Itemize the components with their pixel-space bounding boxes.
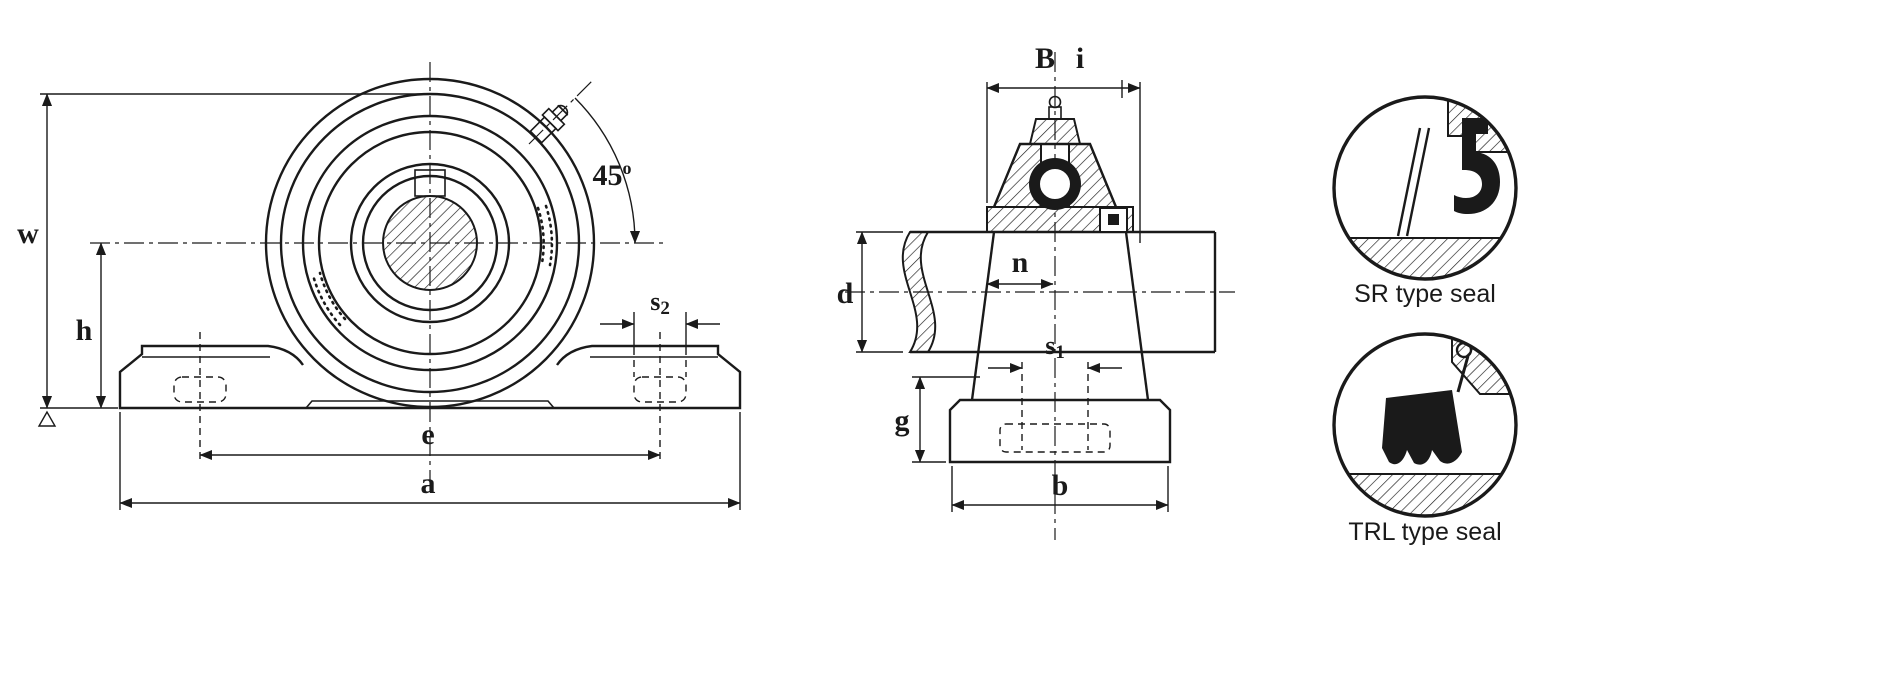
- d-label: d: [837, 277, 854, 310]
- bolt-slot-right: [633, 376, 687, 403]
- trl-seal-detail: TRL type seal: [1332, 332, 1518, 546]
- grease-fitting: [528, 81, 592, 145]
- angle-label: 45o: [593, 158, 632, 192]
- dimension-d: d: [837, 231, 903, 353]
- front-view: 45o w h s2 e: [17, 62, 742, 510]
- bolt-slot-left: [173, 376, 227, 403]
- housing-circles: [264, 77, 596, 409]
- a-label: a: [421, 467, 436, 500]
- trl-seal-label: TRL type seal: [1348, 518, 1501, 546]
- slinger-inner: [1405, 127, 1431, 237]
- dimension-g: g: [895, 376, 980, 463]
- shaft-surface-section: [1334, 237, 1516, 279]
- h-label: h: [76, 314, 93, 347]
- s1-label: s1: [1045, 331, 1065, 363]
- w-label: w: [17, 217, 39, 250]
- angle-dimension: 45o: [574, 97, 641, 244]
- sr-seal-detail: SR type seal: [1332, 95, 1518, 308]
- dotted-patches: [311, 204, 554, 327]
- sr-detail-circle: [1332, 95, 1518, 281]
- sr-seal-profile: [1454, 118, 1500, 214]
- housing-base: [118, 332, 742, 462]
- setscrew-collar: [1099, 207, 1128, 233]
- sr-seal-label: SR type seal: [1354, 280, 1496, 308]
- b-label: b: [1052, 469, 1069, 502]
- setscrew-slot: [414, 169, 446, 197]
- dimension-h: h: [76, 242, 107, 409]
- base-slot: [999, 423, 1111, 453]
- dimension-n: n: [986, 246, 1054, 290]
- dimension-B-i: B i: [986, 42, 1141, 243]
- sr-seal-content: [1334, 97, 1516, 279]
- dimension-e: e: [199, 418, 661, 461]
- bearing-section: [986, 95, 1134, 233]
- dimension-s1: s1: [988, 331, 1122, 374]
- trl-seal-profile: [1382, 390, 1462, 465]
- datum-triangle: [37, 410, 57, 427]
- pedestal: [948, 231, 1172, 464]
- dimension-s2: s2: [600, 287, 720, 348]
- base-block: [948, 398, 1172, 464]
- dimension-a: a: [119, 412, 741, 510]
- seal-details: SR type seal TRL type seal: [1332, 95, 1518, 546]
- dimension-b: b: [951, 466, 1169, 512]
- trl-detail-circle: [1332, 332, 1518, 518]
- ball: [1038, 167, 1072, 201]
- side-view: B i d n s1 g: [837, 42, 1235, 540]
- seal-stem: [1456, 355, 1470, 393]
- i-label: i: [1076, 42, 1084, 75]
- grease-fitting-side: [1028, 95, 1082, 145]
- dimension-w: w: [17, 93, 430, 427]
- B-label: B: [1035, 42, 1055, 75]
- slinger: [1396, 127, 1422, 237]
- shaft-surface-section: [1334, 473, 1516, 516]
- shaft-bore-section: [382, 195, 478, 291]
- s2-label: s2: [650, 287, 670, 319]
- e-label: e: [421, 418, 434, 451]
- trl-seal-content: [1334, 334, 1516, 516]
- n-label: n: [1012, 246, 1029, 279]
- g-label: g: [895, 404, 910, 437]
